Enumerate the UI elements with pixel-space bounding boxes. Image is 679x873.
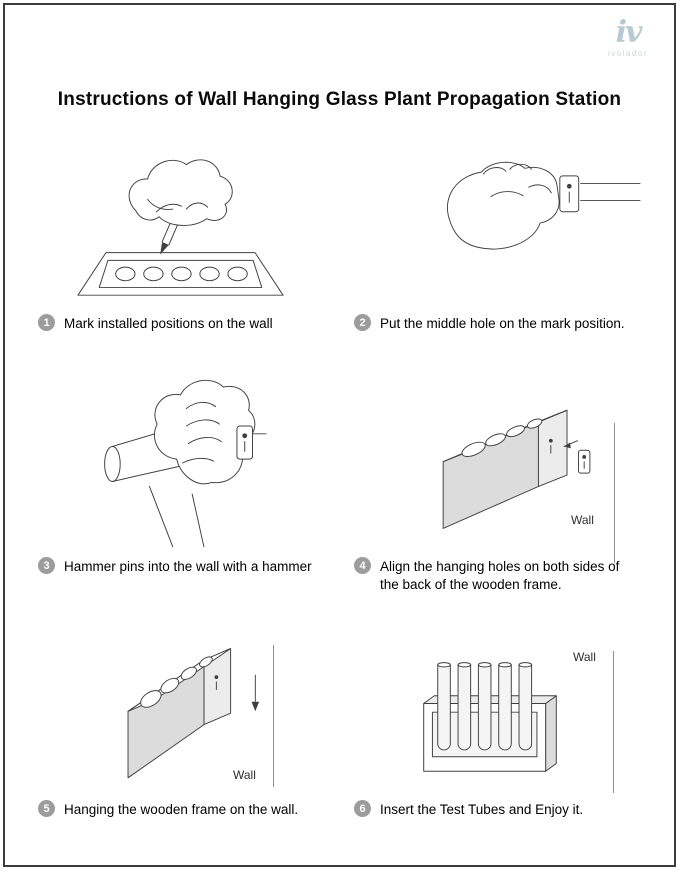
step-caption-1: 1 Mark installed positions on the wall xyxy=(38,314,328,333)
hand-hammering-icon xyxy=(104,379,267,548)
step-label: Align the hanging holes on both sides of… xyxy=(380,559,620,592)
wall-label: Wall xyxy=(571,513,594,527)
test-tube-rack-icon xyxy=(423,662,557,772)
step1-illustration xyxy=(63,151,298,301)
wall-label: Wall xyxy=(573,650,596,664)
step-caption-3: 3 Hammer pins into the wall with a hamme… xyxy=(38,557,328,576)
hand-holding-hanger-icon xyxy=(447,161,641,250)
step5-illustration xyxy=(115,641,275,793)
instruction-sheet: iv ivolador Instructions of Wall Hanging… xyxy=(3,3,676,867)
page-title: Instructions of Wall Hanging Glass Plant… xyxy=(57,89,622,110)
step-label: Put the middle hole on the mark position… xyxy=(380,316,625,331)
step-label: Insert the Test Tubes and Enjoy it. xyxy=(380,802,584,817)
step-number-badge: 5 xyxy=(38,800,55,817)
brand-logo-icon: iv xyxy=(615,15,643,50)
wall-line xyxy=(613,651,614,793)
step-label: Mark installed positions on the wall xyxy=(64,316,273,331)
step-number-badge: 6 xyxy=(354,800,371,817)
step-caption-2: 2 Put the middle hole on the mark positi… xyxy=(354,314,654,333)
brand-logo: iv ivolador xyxy=(607,15,648,59)
step-caption-4: 4 Align the hanging holes on both sides … xyxy=(354,557,639,593)
wall-line xyxy=(273,645,274,787)
step-number-badge: 1 xyxy=(38,314,55,331)
step-caption-6: 6 Insert the Test Tubes and Enjoy it. xyxy=(354,800,654,819)
step-number-badge: 3 xyxy=(38,557,55,574)
frame-hanging-icon xyxy=(127,648,260,779)
step-number-badge: 2 xyxy=(354,314,371,331)
wall-line xyxy=(614,423,615,563)
wall-label: Wall xyxy=(233,768,256,782)
step6-illustration xyxy=(415,655,565,781)
frame-align-hook-icon xyxy=(442,409,591,529)
step2-illustration xyxy=(430,157,650,275)
step3-illustration xyxy=(91,340,271,550)
step-number-badge: 4 xyxy=(354,557,371,574)
step-label: Hanging the wooden frame on the wall. xyxy=(64,802,299,817)
hand-marking-pencil-icon xyxy=(77,159,284,296)
step4-illustration xyxy=(431,395,603,557)
step-caption-5: 5 Hanging the wooden frame on the wall. xyxy=(38,800,328,819)
brand-logo-text: ivolador xyxy=(607,49,648,58)
step-label: Hammer pins into the wall with a hammer xyxy=(64,559,312,574)
